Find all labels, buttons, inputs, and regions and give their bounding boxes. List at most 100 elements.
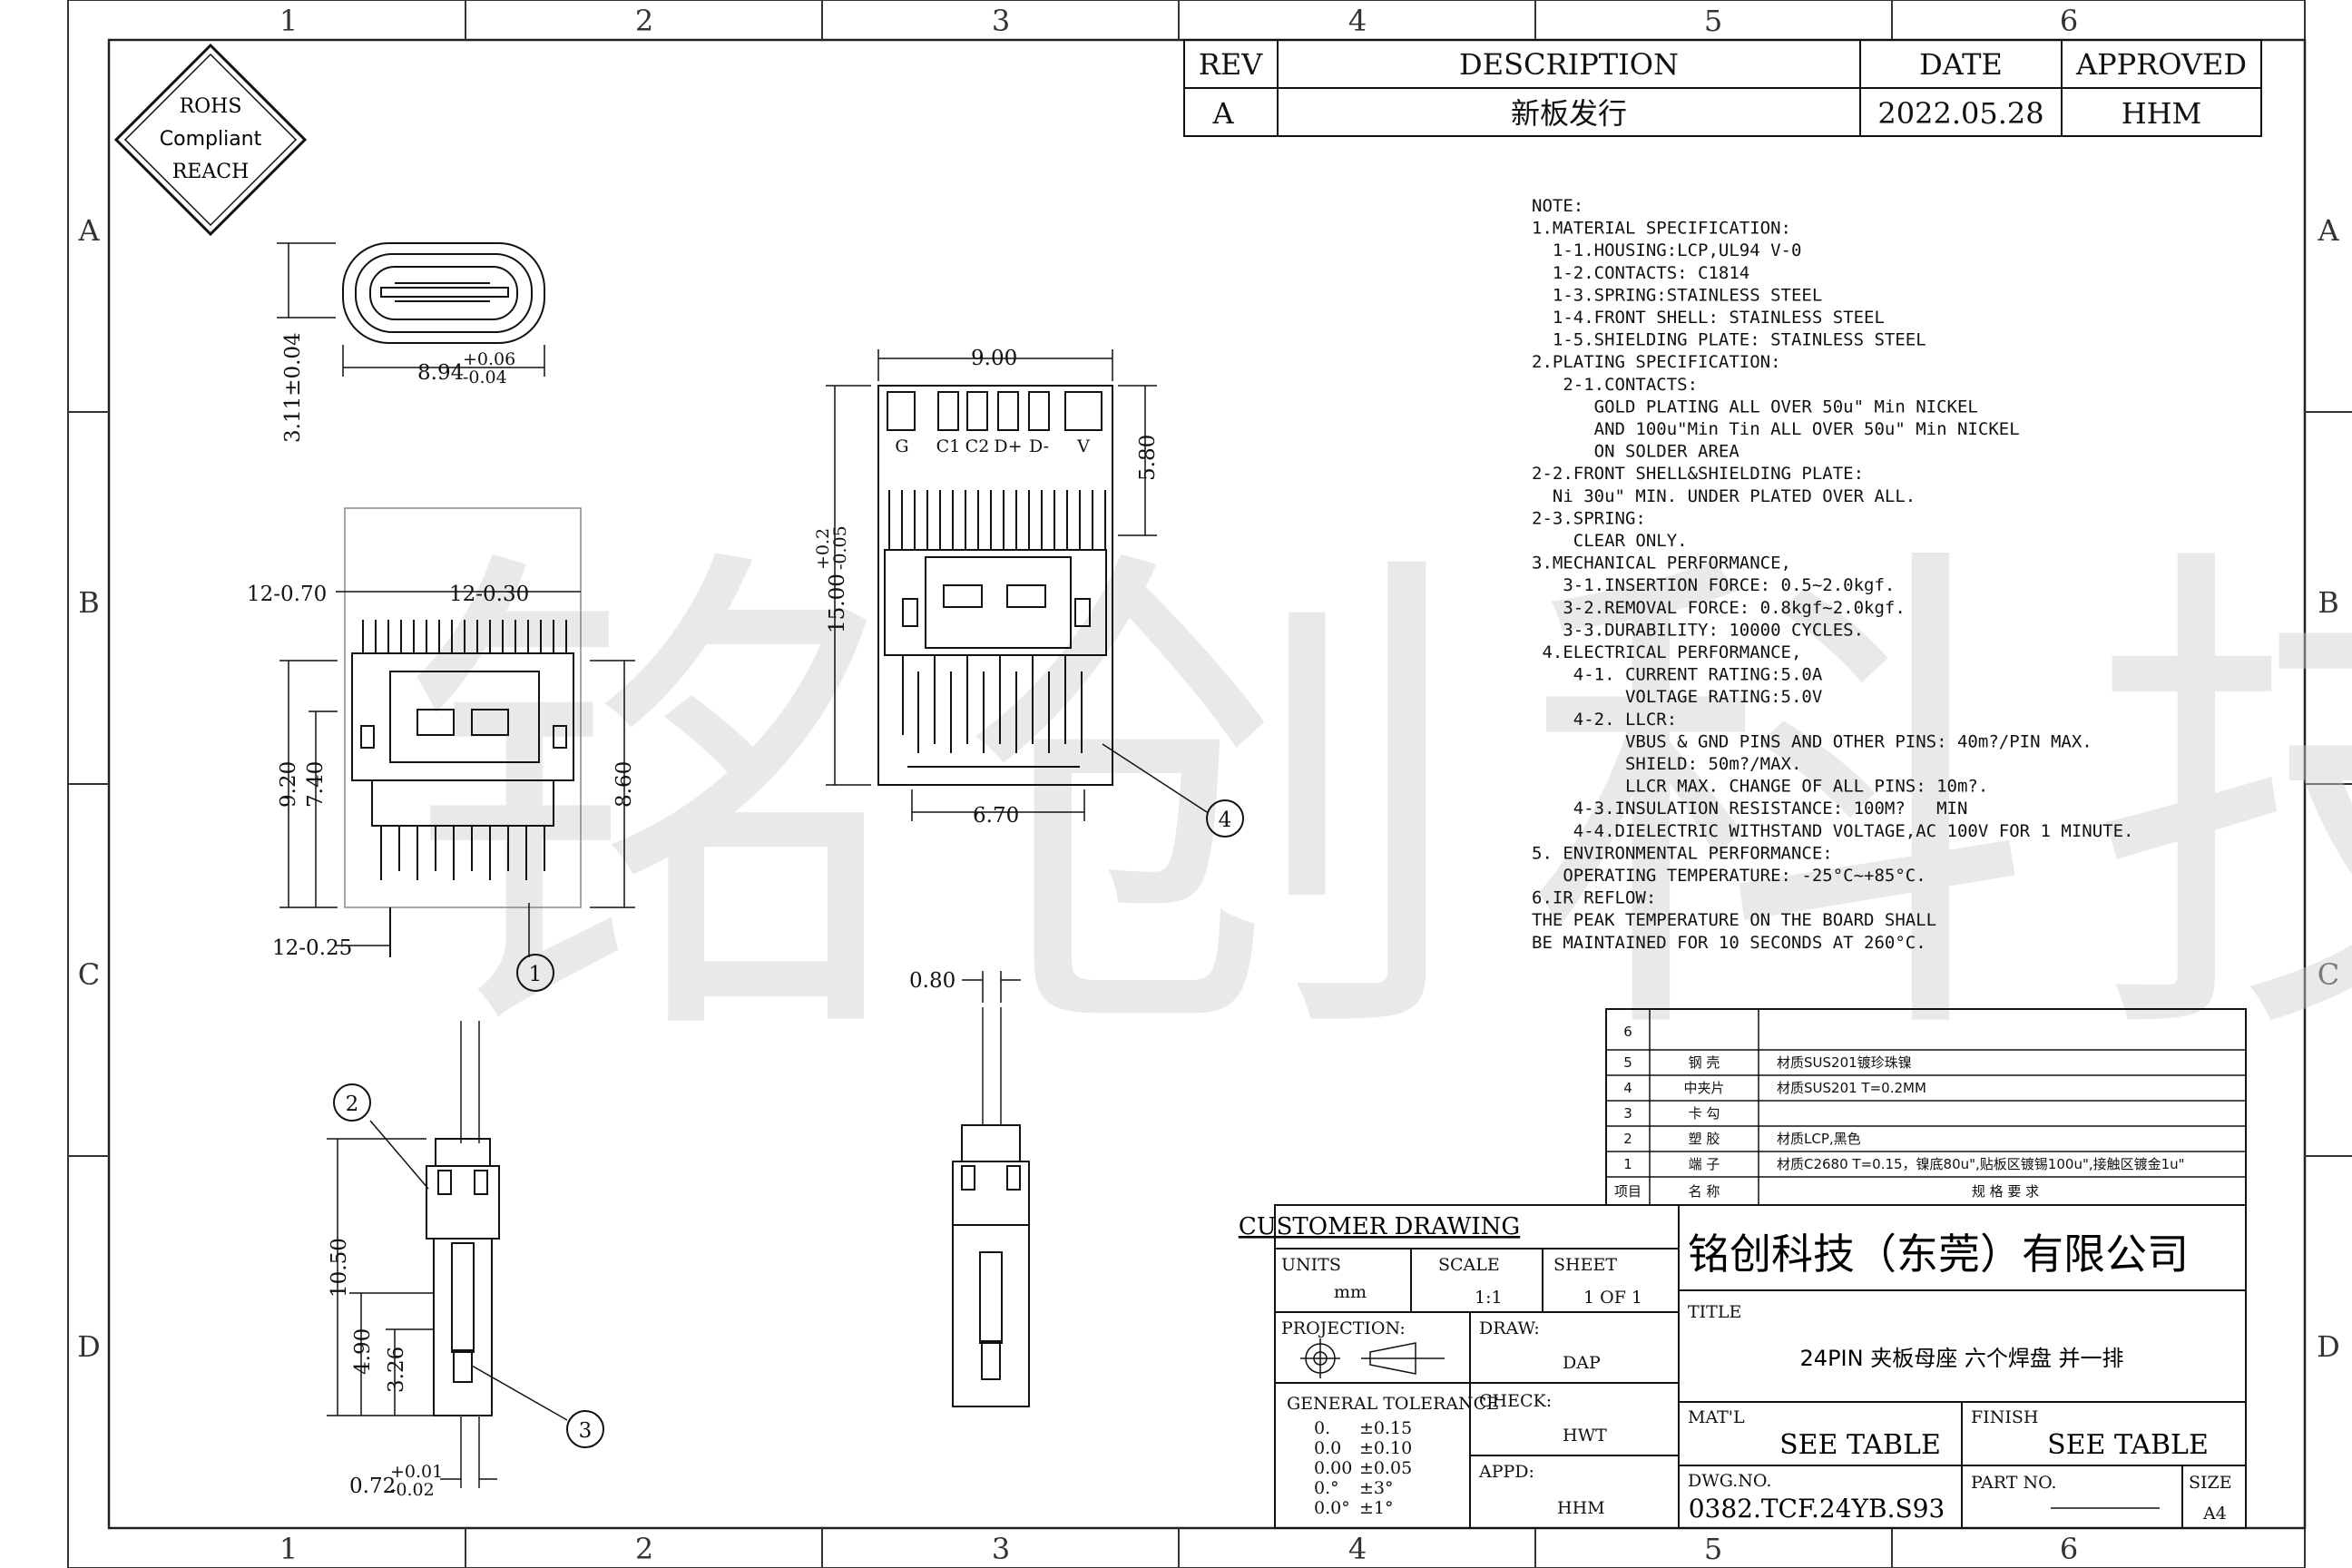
note-line: VOLTAGE RATING:5.0V bbox=[1532, 687, 1822, 707]
rohs-reach-badge: ROHS Compliant REACH bbox=[113, 43, 308, 237]
column-label-5-top: 5 bbox=[1704, 4, 1722, 38]
callout-4-label: 4 bbox=[1219, 808, 1232, 832]
row-label-d-right: D bbox=[2317, 1329, 2340, 1364]
finish-value: SEE TABLE bbox=[2047, 1429, 2209, 1461]
title-block bbox=[1274, 1204, 2247, 1529]
note-line: 1-5.SHIELDING PLATE: STAINLESS STEEL bbox=[1532, 330, 1926, 350]
appd-label: APPD: bbox=[1478, 1462, 1534, 1482]
zone-dividers bbox=[68, 0, 2352, 1568]
badge-rohs: ROHS bbox=[180, 95, 242, 118]
scale-label: SCALE bbox=[1438, 1255, 1500, 1275]
note-line: AND 100u"Min Tin ALL OVER 50u" Min NICKE… bbox=[1532, 419, 2020, 439]
projection-label: PROJECTION: bbox=[1281, 1318, 1406, 1338]
bom-row-spec: 材质SUS201镀珍珠镍 bbox=[1777, 1054, 1912, 1071]
dim-4-90: 4.90 bbox=[351, 1328, 375, 1375]
bom-row-spec: 材质LCP,黑色 bbox=[1777, 1131, 1861, 1147]
appd-value: HHM bbox=[1557, 1498, 1605, 1518]
customer-drawing-label: CUSTOMER DRAWING bbox=[1239, 1213, 1520, 1240]
dim-12-0-70: 12-0.70 bbox=[247, 583, 327, 606]
bom-row-name: 卡 勾 bbox=[1689, 1105, 1720, 1122]
bom-row-no: 4 bbox=[1623, 1080, 1632, 1096]
dim-8-94-tol-up: +0.06 bbox=[463, 349, 515, 369]
matl-value: SEE TABLE bbox=[1779, 1429, 1941, 1461]
dim-0-72-tol-up: +0.01 bbox=[390, 1462, 443, 1482]
row-label-c-right: C bbox=[2318, 957, 2339, 992]
tolerance-a: 0. bbox=[1314, 1418, 1330, 1438]
dim-0-72: 0.72 bbox=[349, 1475, 396, 1498]
note-line: BE MAINTAINED FOR 10 SECONDS AT 260°C. bbox=[1532, 933, 1926, 953]
note-line: 3-2.REMOVAL FORCE: 0.8kgf~2.0kgf. bbox=[1532, 598, 1906, 618]
tolerance-a: 0.00 bbox=[1314, 1458, 1352, 1478]
units-label: UNITS bbox=[1281, 1255, 1341, 1275]
dim-3-26: 3.26 bbox=[385, 1347, 408, 1393]
dim-15-00: 15.00 bbox=[826, 573, 849, 633]
badge-compliant: Compliant bbox=[160, 128, 262, 151]
pin-label-v: V bbox=[1076, 436, 1090, 456]
dim-height-3-11: 3.11±0.04 bbox=[281, 332, 305, 443]
rev-header: REV bbox=[1199, 47, 1263, 82]
column-label-5-bottom: 5 bbox=[1704, 1532, 1722, 1566]
dim-0-72-tol-dn: -0.02 bbox=[390, 1480, 435, 1500]
note-line: 3-3.DURABILITY: 10000 CYCLES. bbox=[1532, 620, 1864, 640]
note-line: SHIELD: 50m?/MAX. bbox=[1532, 754, 1801, 774]
front-view-center-dims bbox=[826, 349, 1208, 821]
dim-10-50: 10.50 bbox=[328, 1238, 351, 1298]
column-label-4-bottom: 4 bbox=[1348, 1532, 1367, 1566]
bom-row-no: 1 bbox=[1623, 1156, 1632, 1172]
note-line: ON SOLDER AREA bbox=[1532, 442, 1740, 462]
dim-6-70: 6.70 bbox=[973, 804, 1019, 828]
bom-row-no: 3 bbox=[1623, 1105, 1632, 1122]
column-label-1-top: 1 bbox=[279, 4, 298, 38]
note-line: 4-4.DIELECTRIC WITHSTAND VOLTAGE,AC 100V… bbox=[1532, 821, 2133, 841]
column-label-6-top: 6 bbox=[2060, 4, 2078, 38]
bom-row-spec: 材质C2680 T=0.15，镍底80u",贴板区镀锡100u",接触区镀金1u… bbox=[1777, 1156, 2185, 1172]
column-label-2-bottom: 2 bbox=[635, 1532, 653, 1566]
dim-12-0-30: 12-0.30 bbox=[449, 583, 529, 606]
tolerance-b: ±0.15 bbox=[1359, 1418, 1412, 1438]
title-value: 24PIN 夹板母座 六个焊盘 并一排 bbox=[1800, 1346, 2124, 1371]
note-line: 4-1. CURRENT RATING:5.0A bbox=[1532, 665, 1823, 685]
draw-value: DAP bbox=[1563, 1353, 1601, 1373]
note-line: 2-1.CONTACTS: bbox=[1532, 375, 1698, 395]
dim-9-20: 9.20 bbox=[277, 761, 300, 808]
approved-value: HHM bbox=[2122, 96, 2202, 131]
note-line: LLCR MAX. CHANGE OF ALL PINS: 10m?. bbox=[1532, 777, 1988, 797]
date-value: 2022.05.28 bbox=[1877, 96, 2043, 131]
side-view-left bbox=[426, 1021, 500, 1488]
size-label: SIZE bbox=[2189, 1473, 2232, 1493]
row-label-d-left: D bbox=[77, 1329, 101, 1364]
note-line: 2-3.SPRING: bbox=[1532, 508, 1646, 528]
column-label-2-top: 2 bbox=[635, 4, 653, 38]
note-line: 6.IR REFLOW: bbox=[1532, 888, 1656, 908]
front-view-center bbox=[877, 385, 1113, 786]
pin-label-d-plus: D+ bbox=[994, 436, 1022, 456]
notes-block: NOTE:1.MATERIAL SPECIFICATION: 1-1.HOUSI… bbox=[1532, 196, 2133, 953]
description-header: DESCRIPTION bbox=[1459, 47, 1679, 82]
callout-1: 1 bbox=[516, 954, 554, 992]
dim-7-40: 7.40 bbox=[304, 761, 328, 808]
rev-value: A bbox=[1211, 96, 1234, 131]
note-line: NOTE: bbox=[1532, 196, 1583, 216]
front-view-left-dims bbox=[279, 591, 635, 957]
callout-1-label: 1 bbox=[529, 963, 543, 986]
general-tolerance-label: GENERAL TOLERANCE bbox=[1287, 1394, 1499, 1414]
tolerance-b: ±3° bbox=[1359, 1478, 1394, 1498]
column-label-3-top: 3 bbox=[992, 4, 1010, 38]
note-line: 1-3.SPRING:STAINLESS STEEL bbox=[1532, 285, 1822, 305]
row-label-a-left: A bbox=[77, 213, 100, 248]
bom-row-name: 端 子 bbox=[1689, 1156, 1720, 1172]
title-label: TITLE bbox=[1688, 1302, 1741, 1322]
size-value: A4 bbox=[2202, 1504, 2227, 1524]
dim-width-8-94: 8.94 bbox=[417, 361, 464, 385]
column-label-3-bottom: 3 bbox=[992, 1532, 1010, 1566]
bom-header-spec: 规 格 要 求 bbox=[1972, 1183, 2039, 1200]
pin-label-c2: C2 bbox=[965, 436, 990, 456]
callout-2-label: 2 bbox=[346, 1093, 359, 1116]
note-line: 4-3.INSULATION RESISTANCE: 100M? MIN bbox=[1532, 799, 1967, 818]
description-value: 新板发行 bbox=[1511, 96, 1627, 131]
check-label: CHECK: bbox=[1479, 1391, 1552, 1411]
dim-12-0-25: 12-0.25 bbox=[272, 936, 352, 960]
note-line: 1-1.HOUSING:LCP,UL94 V-0 bbox=[1532, 240, 1801, 260]
